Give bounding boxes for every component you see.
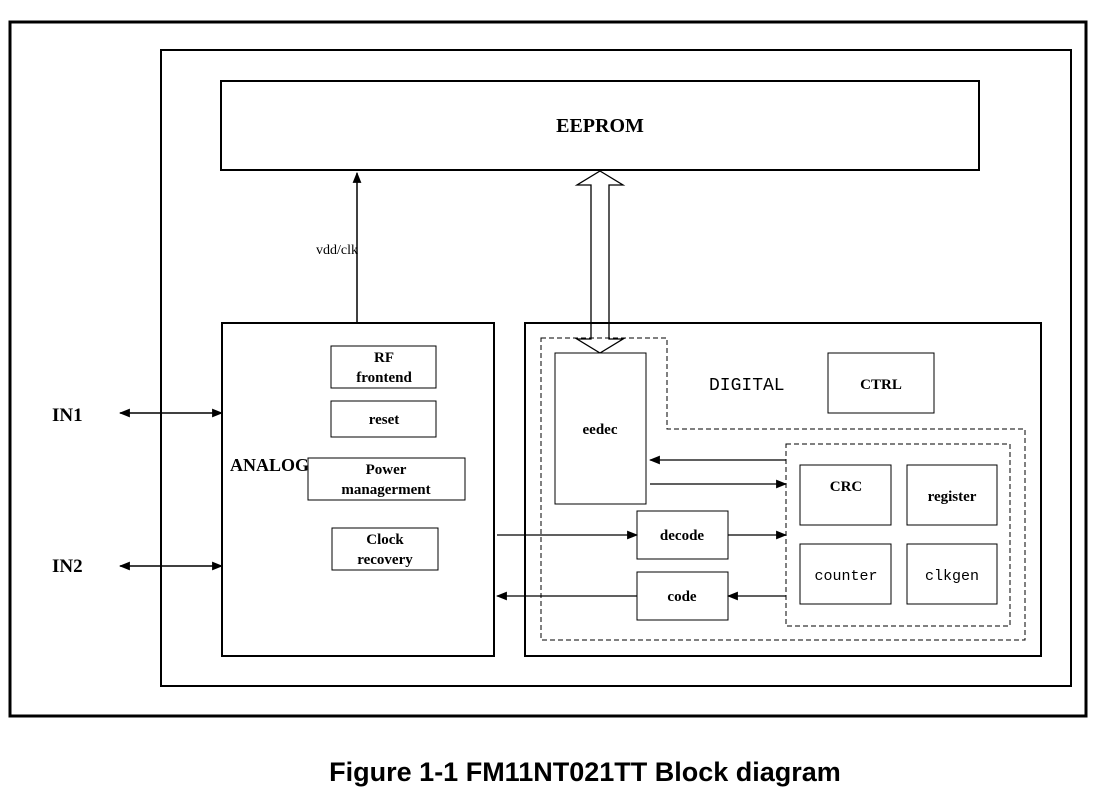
- analog-label: ANALOG: [230, 455, 309, 475]
- clkgen-block: [906, 543, 998, 605]
- power-label-line1: Power: [366, 462, 407, 478]
- rf-frontend-label-line2: frontend: [356, 370, 412, 386]
- power-label-line2: managerment: [341, 482, 430, 498]
- clock-label-line1: Clock: [366, 532, 404, 548]
- clock-recovery-block: [331, 527, 439, 571]
- clock-label-line2: recovery: [357, 552, 413, 568]
- eeprom-label: EEPROM: [556, 115, 644, 137]
- chip-boundary: [160, 49, 1072, 687]
- ctrl-block: [827, 352, 935, 414]
- analog-block: [221, 322, 495, 657]
- in2-label: IN2: [52, 556, 83, 577]
- digital-label: DIGITAL: [709, 376, 785, 396]
- crc-block: [799, 464, 892, 526]
- vdd-clk-label: vdd/clk: [316, 243, 358, 258]
- reset-label: reset: [369, 412, 400, 428]
- in1-label: IN1: [52, 405, 83, 426]
- reset-block: [330, 400, 437, 438]
- crc-label: CRC: [830, 479, 863, 495]
- counter-block: [799, 543, 892, 605]
- register-label: register: [928, 489, 977, 505]
- power-management-block: [307, 457, 466, 501]
- rf-frontend-label-line1: RF: [374, 350, 394, 366]
- rf-frontend-block: [330, 345, 437, 389]
- decode-label: decode: [660, 528, 705, 544]
- digital-block: [524, 322, 1042, 657]
- eedec-block: [554, 352, 647, 505]
- figure-caption: Figure 1-1 FM11NT021TT Block diagram: [329, 757, 841, 787]
- eedec-label: eedec: [583, 422, 618, 438]
- counter-label: counter: [814, 568, 877, 585]
- code-label: code: [667, 589, 697, 605]
- ctrl-label: CTRL: [860, 377, 902, 393]
- clkgen-label: clkgen: [925, 568, 979, 585]
- outer-frame: [8, 20, 1088, 718]
- eeprom-bus-arrow: [574, 170, 626, 354]
- eeprom-block: [220, 80, 980, 171]
- register-block: [906, 464, 998, 526]
- code-block: [636, 571, 729, 621]
